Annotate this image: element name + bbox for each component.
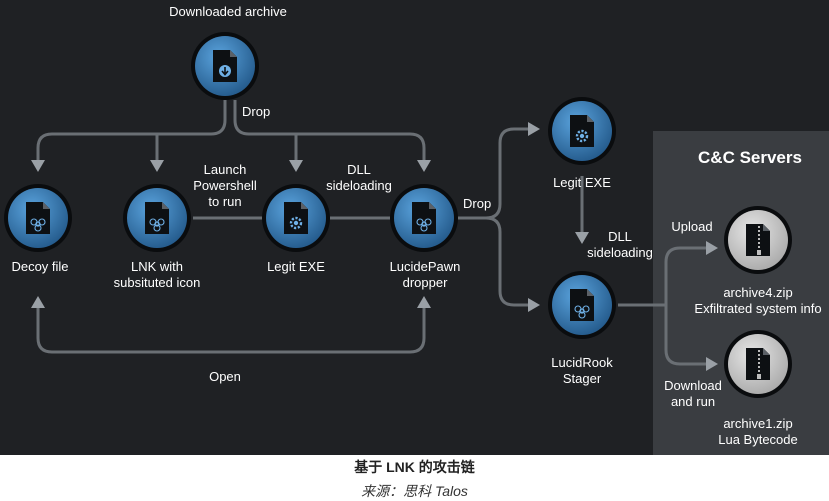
edge-label-dll1-2: sideloading (326, 178, 392, 193)
arrow-open-pawn (417, 296, 431, 308)
node-legit-exe-1 (262, 184, 330, 252)
arrow-decoy (31, 160, 45, 172)
connector-download (664, 305, 708, 366)
figure-caption: 基于 LNK 的攻击链 来源：思科 Talos (0, 455, 829, 499)
node-downloaded-archive (191, 32, 259, 100)
label-lucidepawn-2: dropper (403, 275, 448, 290)
node-archive1 (724, 330, 792, 398)
arrow-open-decoy (31, 296, 45, 308)
arrow-rook (528, 298, 540, 312)
node-lucidepawn (390, 184, 458, 252)
edge-label-drop-top: Drop (242, 104, 270, 119)
arrowheads (31, 122, 718, 371)
label-decoy-file: Decoy file (11, 259, 68, 274)
label-archive1-2: Lua Bytecode (718, 432, 798, 447)
label-downloaded-archive: Downloaded archive (169, 4, 287, 19)
edge-label-open: Open (209, 369, 241, 384)
caption-source: 来源：思科 Talos (361, 483, 468, 499)
connector-upload (664, 246, 708, 305)
node-lucidrook (548, 271, 616, 339)
label-archive4-2: Exfiltrated system info (694, 301, 821, 316)
biohazard-file-icon (145, 202, 169, 234)
label-archive1-1: archive1.zip (723, 416, 792, 431)
connectors (36, 100, 708, 366)
connector-archive-split (36, 100, 227, 162)
gear-file-icon (570, 115, 594, 147)
edge-label-upload: Upload (671, 219, 712, 234)
arrow-pawn (417, 160, 431, 172)
arrow-legit-exe (289, 160, 303, 172)
node-decoy-file (4, 184, 72, 252)
edge-label-launch-1: Launch (204, 162, 247, 177)
arrow-upload (706, 241, 718, 255)
connector-archive-right (233, 100, 426, 162)
attack-chain-diagram: C&C Servers (0, 0, 829, 455)
node-lnk (123, 184, 191, 252)
arrow-lnk (150, 160, 164, 172)
zip-file-icon (746, 224, 770, 256)
edge-label-drop-right: Drop (463, 196, 491, 211)
label-archive4-1: archive4.zip (723, 285, 792, 300)
node-legit-exe-2 (548, 97, 616, 165)
label-legit-exe-1: Legit EXE (267, 259, 325, 274)
zip-file-icon (746, 348, 770, 380)
label-lucidrook-1: LucidRook (551, 355, 613, 370)
label-lnk-1: LNK with (131, 259, 183, 274)
edge-label-launch-2: Powershell (193, 178, 257, 193)
edge-label-dll1-1: DLL (347, 162, 371, 177)
label-lucidrook-2: Stager (563, 371, 602, 386)
label-lucidepawn-1: LucidePawn (390, 259, 461, 274)
edge-label-dll2-1: DLL (608, 229, 632, 244)
label-lnk-2: subsituted icon (114, 275, 201, 290)
biohazard-file-icon (26, 202, 50, 234)
biohazard-file-icon (570, 289, 594, 321)
edge-label-download-2: and run (671, 394, 715, 409)
arrow-legit2 (528, 122, 540, 136)
edge-label-launch-3: to run (208, 194, 241, 209)
download-file-icon (213, 50, 237, 82)
label-legit-exe-2: Legit EXE (553, 175, 611, 190)
arrow-dll2 (575, 232, 589, 244)
node-archive4 (724, 206, 792, 274)
cnc-panel (653, 131, 829, 455)
cnc-panel-title: C&C Servers (698, 148, 802, 167)
biohazard-file-icon (412, 202, 436, 234)
edge-label-dll2-2: sideloading (587, 245, 653, 260)
arrow-download (706, 357, 718, 371)
edge-label-download-1: Download (664, 378, 722, 393)
gear-file-icon (284, 202, 308, 234)
connector-pawn-rook (485, 216, 530, 307)
caption-title: 基于 LNK 的攻击链 (354, 459, 475, 475)
connector-open-loop (36, 300, 426, 354)
